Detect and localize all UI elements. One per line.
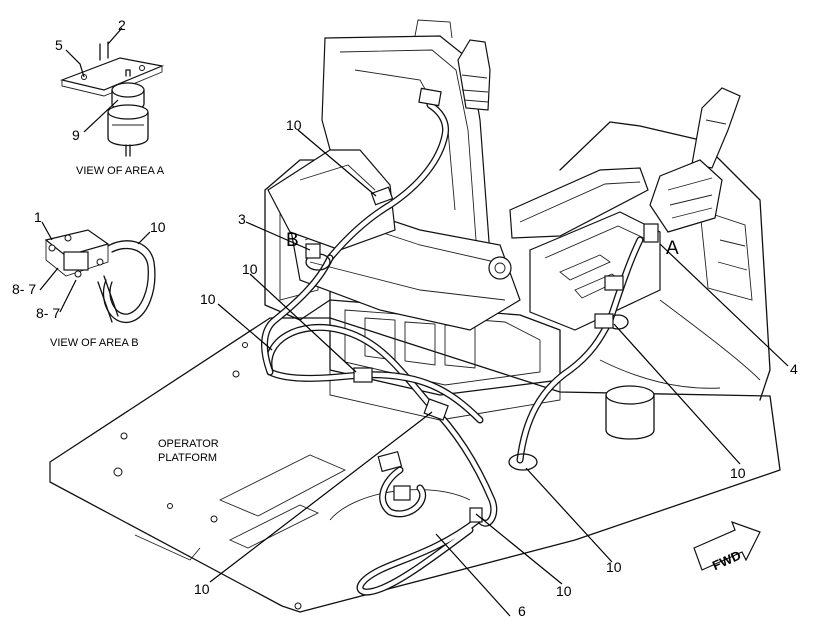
callout-3: 3: [238, 211, 246, 227]
callout-10-b-left: 10: [242, 261, 258, 277]
callout-10-bottom-right: 10: [606, 559, 622, 575]
callout-10-bottom-center: 10: [556, 583, 572, 599]
caption-view-area-a: VIEW OF AREA A: [76, 165, 165, 177]
view-area-a: [59, 41, 165, 157]
forward-arrow: [693, 521, 761, 571]
callout-2: 2: [118, 17, 126, 33]
callout-6: 6: [518, 603, 526, 619]
callout-5: 5: [55, 37, 63, 53]
platform-label-line1: OPERATOR: [158, 438, 219, 450]
platform-label: OPERATOR PLATFORM: [158, 438, 219, 464]
leader-lines: [39, 27, 789, 617]
callout-10-left: 10: [200, 291, 216, 307]
area-letters: A B: [286, 230, 679, 259]
view-area-b: [44, 229, 156, 323]
callout-10-bottom-left: 10: [194, 581, 210, 597]
callout-9: 9: [72, 127, 80, 143]
area-letter-b: B: [286, 230, 299, 251]
caption-view-area-b: VIEW OF AREA B: [50, 337, 139, 349]
operator-seat: [267, 19, 741, 331]
wiring-harness: [261, 87, 659, 596]
area-letter-a: A: [666, 238, 679, 259]
callout-10-inset-b: 10: [150, 219, 166, 235]
platform-label-line2: PLATFORM: [158, 452, 217, 464]
callout-10-right: 10: [730, 465, 746, 481]
callout-4: 4: [790, 361, 798, 377]
callout-1: 1: [34, 209, 42, 225]
callout-8-7-lower: 8- 7: [36, 305, 60, 321]
inset-b-labels: 1 10 8- 7 8- 7 VIEW OF AREA B: [12, 209, 166, 349]
inset-a-labels: 5 2 9 VIEW OF AREA A: [55, 17, 165, 177]
callout-8-7-upper: 8- 7: [12, 281, 36, 297]
callout-10-seat: 10: [286, 117, 302, 133]
main-callouts: 10 3 10 10 10 4 10 6 10 10: [194, 117, 798, 619]
